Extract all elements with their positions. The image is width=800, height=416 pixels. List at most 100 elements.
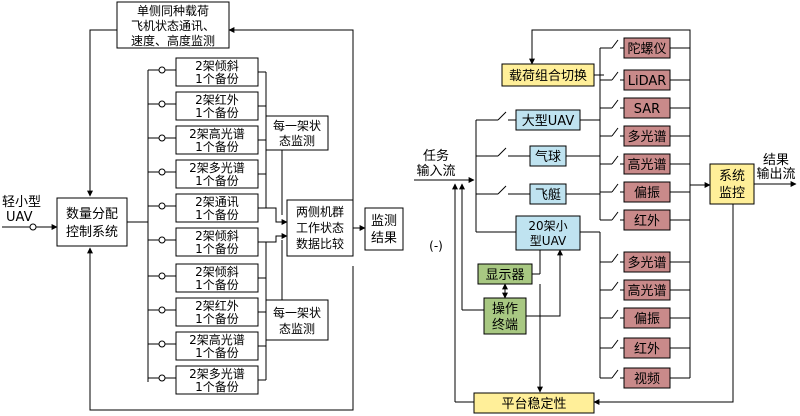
sensor-row: 多光谱 xyxy=(600,251,690,273)
sensor-row: 多光谱 xyxy=(600,125,690,147)
group-b-4-line-2: 1个备份 xyxy=(195,380,239,394)
group-a-4-line-2: 1个备份 xyxy=(195,208,239,222)
sensor-top-2: SAR xyxy=(634,102,660,117)
sensor-row: 陀螺仪 xyxy=(600,37,690,59)
group-a-3-line-1: 2架多光谱 xyxy=(189,161,245,175)
sensor-top-1: LiDAR xyxy=(628,74,667,89)
group-a-row: 2架高光谱 1个备份 xyxy=(148,125,259,155)
group-a-1-line-2: 1个备份 xyxy=(195,106,239,120)
platform-box xyxy=(473,392,595,414)
sensor-row: 高光谱 xyxy=(600,279,690,301)
group-a-row: 2架通讯 1个备份 xyxy=(148,193,259,223)
group-a-1-line-1: 2架红外 xyxy=(195,92,239,107)
left-input-label-2: UAV xyxy=(6,210,33,225)
sensor-row: 偏振 xyxy=(600,181,690,203)
compare-line-2: 工作状态 xyxy=(296,221,344,235)
uav-type-2: 飞艇 xyxy=(535,188,561,203)
sensor-bottom-2: 偏振 xyxy=(634,312,660,327)
left-diagram: 轻小型 UAV 单侧同种载荷 飞机状态通讯、 速度、高度监测 数量分配 控制系统… xyxy=(2,1,404,411)
sensor-row: 红外 xyxy=(600,337,690,359)
system-monitor-box xyxy=(709,163,755,205)
sensors-top: 陀螺仪 LiDAR SAR 多光谱 xyxy=(600,37,690,231)
uav-row: 气球 xyxy=(476,145,600,167)
group-a-0-line-1: 2架倾斜 xyxy=(195,59,239,73)
compare-line-3: 数据比较 xyxy=(296,236,344,251)
sensor-bottom-1: 高光谱 xyxy=(627,283,666,299)
sensor-top-0: 陀螺仪 xyxy=(627,41,666,57)
group-a-row: 2架红外 1个备份 xyxy=(148,91,259,121)
top-monitor-box xyxy=(116,1,230,49)
group-b-row: 2架多光谱 1个备份 xyxy=(148,365,259,395)
left-input-label-1: 轻小型 xyxy=(2,195,41,210)
result-line-2: 结果 xyxy=(371,231,397,246)
sensor-top-6: 红外 xyxy=(634,213,660,229)
group-b-row: 2架倾斜 1个备份 xyxy=(148,263,259,293)
top-monitor-line-1: 单侧同种载荷 xyxy=(137,4,209,18)
group-b-0-line-2: 1个备份 xyxy=(195,242,239,256)
sensor-row: SAR xyxy=(600,97,690,119)
sensor-top-5: 偏振 xyxy=(634,186,660,201)
state-monitor-top-box xyxy=(265,115,329,151)
system-monitor-line-2: 监控 xyxy=(719,186,745,201)
controller-line-1: 数量分配 xyxy=(66,207,118,222)
group-b-4-line-1: 2架多光谱 xyxy=(189,367,245,381)
sensor-bottom-0: 多光谱 xyxy=(627,255,666,271)
sensor-top-4: 高光谱 xyxy=(627,157,666,173)
terminal-box xyxy=(483,297,527,335)
sensor-bottom-3: 红外 xyxy=(634,341,660,357)
result-box xyxy=(364,207,404,251)
switch-label: 载荷组合切换 xyxy=(509,69,587,84)
compare-line-1: 两侧机群 xyxy=(296,205,344,219)
sensor-top-3: 多光谱 xyxy=(627,129,666,145)
group-a-3-line-2: 1个备份 xyxy=(195,174,239,188)
sensors-bottom: 多光谱 高光谱 偏振 红外 xyxy=(600,251,690,389)
display-label: 显示器 xyxy=(485,268,524,283)
group-a: 2架倾斜 1个备份 2架红外 1个备份 2架高光谱 1个备份 xyxy=(148,57,259,223)
terminal-line-2: 终端 xyxy=(492,317,518,333)
state-monitor-top-line-2: 态监测 xyxy=(279,134,315,148)
sensor-row: 红外 xyxy=(600,209,690,231)
group-b-3-line-2: 1个备份 xyxy=(195,346,239,360)
controller-line-2: 控制系统 xyxy=(66,225,118,240)
uav-type-3-line-2: 型UAV xyxy=(530,234,567,248)
group-b-1-line-1: 2架倾斜 xyxy=(195,265,239,279)
uav-row: 飞艇 xyxy=(476,183,600,205)
group-b-row: 2架倾斜 1个备份 xyxy=(148,227,259,257)
platform-label: 平台稳定性 xyxy=(501,396,566,412)
output-line-1: 结果 xyxy=(763,153,789,168)
group-b-0-line-1: 2架倾斜 xyxy=(195,229,239,243)
uav-type-3-line-1: 20架小 xyxy=(528,219,567,233)
sensor-row: LiDAR xyxy=(600,69,690,91)
top-monitor-line-3: 速度、高度监测 xyxy=(131,33,215,48)
uav-row: 大型UAV xyxy=(476,109,600,131)
group-b-2-line-2: 1个备份 xyxy=(195,312,239,326)
group-b-1-line-2: 1个备份 xyxy=(195,278,239,292)
state-monitor-bottom-box xyxy=(265,299,329,341)
output-line-2: 输出流 xyxy=(756,166,795,182)
right-diagram: 任务 输入流 (-) 载荷组合切换 大型UAV 气球 xyxy=(414,29,797,414)
sensor-row: 视频 xyxy=(600,367,690,389)
group-a-0-line-2: 1个备份 xyxy=(195,72,239,86)
group-a-2-line-2: 1个备份 xyxy=(195,140,239,154)
group-b-3-line-1: 2架高光谱 xyxy=(189,332,245,347)
uav-row: 20架小 型UAV xyxy=(476,215,600,251)
top-monitor-line-2: 飞机状态通讯、 xyxy=(131,19,215,33)
group-a-row: 2架倾斜 1个备份 xyxy=(148,57,259,87)
compare-box xyxy=(286,199,354,257)
sensor-bottom-4: 视频 xyxy=(634,372,660,387)
sensor-row: 偏振 xyxy=(600,307,690,329)
uav-type-0: 大型UAV xyxy=(522,114,575,129)
right-input-line-2: 输入流 xyxy=(416,163,455,179)
minus-label: (-) xyxy=(429,239,443,253)
controller-box xyxy=(56,197,128,247)
group-b: 2架倾斜 1个备份 2架倾斜 1个备份 2架红外 1个备份 xyxy=(148,227,259,395)
group-a-4-line-1: 2架通讯 xyxy=(195,195,239,209)
state-monitor-top-line-1: 每一架状 xyxy=(273,118,321,133)
system-monitor-line-1: 系统 xyxy=(719,169,745,184)
result-line-1: 监测 xyxy=(371,214,397,229)
group-b-2-line-1: 2架红外 xyxy=(195,298,239,313)
group-b-row: 2架高光谱 1个备份 xyxy=(148,331,259,361)
group-b-row: 2架红外 1个备份 xyxy=(148,297,259,327)
group-a-2-line-1: 2架高光谱 xyxy=(189,126,245,141)
